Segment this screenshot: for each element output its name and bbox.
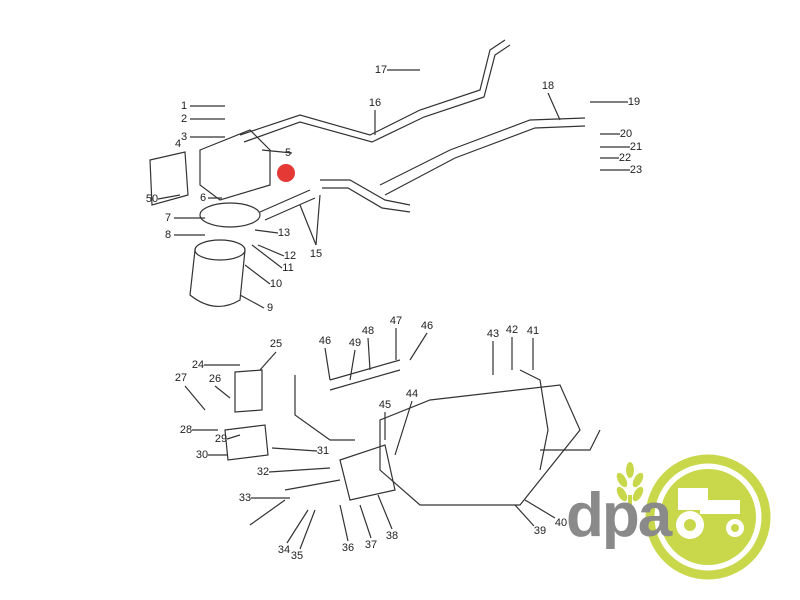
part-label-29: 29 xyxy=(214,433,228,445)
filter-9 xyxy=(189,249,246,307)
part-label-16: 16 xyxy=(368,97,382,109)
part-label-38: 38 xyxy=(385,530,399,542)
part-label-36: 36 xyxy=(341,542,355,554)
part-label-12: 12 xyxy=(283,250,297,262)
part-label-33: 33 xyxy=(238,492,252,504)
part-label-9: 9 xyxy=(266,302,274,314)
part-label-15: 15 xyxy=(309,248,323,260)
housing-30 xyxy=(224,424,269,461)
logo-text: dpa xyxy=(566,481,672,550)
highlight-marker xyxy=(277,164,295,182)
part-label-20: 20 xyxy=(619,128,633,140)
dpa-logo xyxy=(616,454,771,580)
part-label-27: 27 xyxy=(174,372,188,384)
part-label-22: 22 xyxy=(618,152,632,164)
transmission-housing xyxy=(379,384,581,506)
part-label-11: 11 xyxy=(282,262,294,274)
part-label-13: 13 xyxy=(277,227,291,239)
tractor-icon xyxy=(676,488,744,539)
part-label-35: 35 xyxy=(290,550,304,562)
part-label-17: 17 xyxy=(374,64,388,76)
part-label-32: 32 xyxy=(256,466,270,478)
part-label-46: 46 xyxy=(318,335,332,347)
part-label-2: 2 xyxy=(180,113,188,125)
part-label-18: 18 xyxy=(541,80,555,92)
part-label-47: 47 xyxy=(389,315,403,327)
wheat-icon xyxy=(616,462,644,510)
part-label-31: 31 xyxy=(316,445,330,457)
part-label-28: 28 xyxy=(179,424,193,436)
part-label-8: 8 xyxy=(164,229,172,241)
part-label-49: 49 xyxy=(348,337,362,349)
gasket-50 xyxy=(149,151,189,206)
part-label-48: 48 xyxy=(361,325,375,337)
part-label-46: 46 xyxy=(420,320,434,332)
part-label-50: 50 xyxy=(145,193,159,205)
part-label-3: 3 xyxy=(180,131,188,143)
part-label-1: 1 xyxy=(180,100,188,112)
part-label-37: 37 xyxy=(364,539,378,551)
valve-25 xyxy=(234,369,263,413)
part-label-25: 25 xyxy=(269,338,283,350)
part-label-4: 4 xyxy=(174,138,182,150)
part-label-24: 24 xyxy=(191,359,205,371)
part-label-5: 5 xyxy=(284,147,292,159)
part-label-30: 30 xyxy=(195,449,209,461)
part-label-19: 19 xyxy=(627,96,641,108)
part-label-26: 26 xyxy=(208,373,222,385)
part-label-40: 40 xyxy=(554,517,568,529)
part-label-41: 41 xyxy=(526,325,540,337)
part-label-43: 43 xyxy=(486,328,500,340)
part-label-6: 6 xyxy=(199,192,207,204)
gear-ring-icon xyxy=(645,454,771,580)
part-label-21: 21 xyxy=(629,141,643,153)
pipe-18 xyxy=(384,125,586,196)
part-label-7: 7 xyxy=(164,212,172,224)
part-label-23: 23 xyxy=(629,164,643,176)
part-label-39: 39 xyxy=(533,525,547,537)
pipe-16 xyxy=(239,39,506,136)
pump-body xyxy=(199,129,271,201)
part-label-42: 42 xyxy=(505,324,519,336)
part-label-45: 45 xyxy=(378,399,392,411)
filter-head xyxy=(199,202,261,228)
part-label-10: 10 xyxy=(269,278,283,290)
part-label-34: 34 xyxy=(277,544,291,556)
part-label-44: 44 xyxy=(405,388,419,400)
